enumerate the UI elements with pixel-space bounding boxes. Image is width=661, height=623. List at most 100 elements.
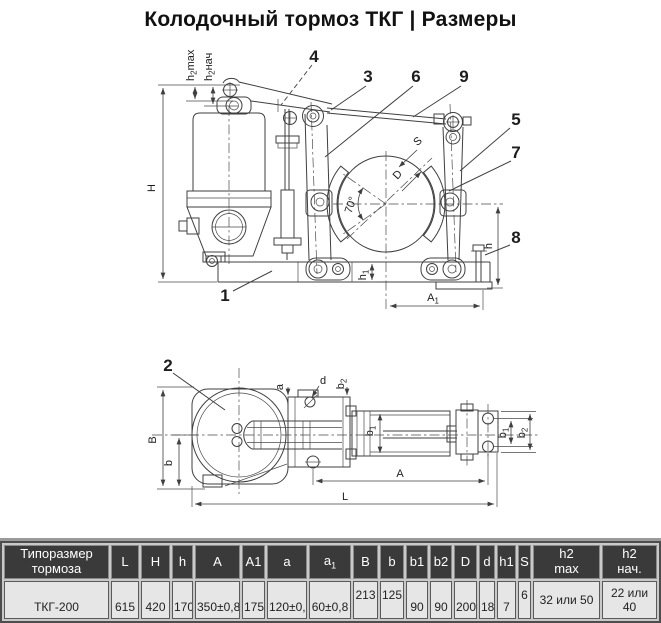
header-a1: a1 — [309, 545, 351, 579]
value-b1: 90 — [406, 581, 428, 619]
callout-1: 1 — [220, 286, 229, 305]
value-typorazmer: ТКГ-200 — [4, 581, 109, 619]
dim-h2: h2max h2нач — [185, 49, 238, 107]
value-d: 18 — [479, 581, 495, 619]
dim-label-S: S — [411, 135, 424, 149]
header-A: A — [195, 545, 240, 579]
value-L: 615 — [111, 581, 139, 619]
brake-shoe-right — [422, 165, 467, 243]
dim-H: H — [146, 84, 240, 283]
thruster-plan — [152, 368, 540, 494]
dim-label-b2-right: b2 — [516, 427, 530, 438]
header-B: B — [353, 545, 378, 579]
dim-label-H: H — [146, 184, 158, 192]
value-h2max: 32 или 50 — [533, 581, 600, 619]
value-h1: 7 — [497, 581, 516, 619]
header-a: a — [267, 545, 307, 579]
value-h: 170 — [172, 581, 193, 619]
header-S: S — [518, 545, 531, 579]
page-title: Колодочный тормоз ТКГ | Размеры — [144, 8, 517, 31]
dim-label-h2max: h2max — [185, 49, 199, 81]
technical-drawing: H h2max h2нач h1 h — [146, 47, 540, 507]
dim-label-angle: 70° — [343, 195, 360, 215]
data-row: ТКГ-200 615 420 170 350±0,8 175 120±0,8 … — [4, 581, 657, 619]
dim-label-D: D — [391, 168, 405, 182]
header-b: b — [380, 545, 404, 579]
dim-L: L — [191, 453, 498, 507]
callout-2: 2 — [163, 356, 172, 375]
value-b2: 90 — [430, 581, 452, 619]
header-D: D — [454, 545, 477, 579]
callouts-plan: 2 — [163, 356, 226, 411]
spring-tube-plan — [351, 410, 457, 457]
pull-rod — [326, 107, 447, 125]
dim-label-B: B — [147, 436, 159, 443]
dim-b: b — [163, 434, 198, 486]
shoe-bolt — [471, 244, 487, 283]
value-S: 6 — [518, 581, 531, 619]
bracket-plan — [287, 389, 357, 469]
value-B: 213 — [353, 581, 378, 619]
dim-label-L: L — [342, 491, 348, 503]
dim-label-h1: h1 — [357, 269, 371, 280]
value-a1: 60±0,8 — [309, 581, 351, 619]
brake-shoe-left — [305, 165, 350, 243]
brake-drum — [333, 149, 503, 310]
header-A1: A1 — [242, 545, 265, 579]
dim-b2-top: b2 — [335, 378, 350, 395]
right-lever — [442, 103, 472, 273]
dim-label-A1: A1 — [427, 292, 439, 306]
callout-7: 7 — [511, 143, 520, 162]
dim-label-d: d — [320, 375, 326, 387]
value-A: 350±0,8 — [195, 581, 240, 619]
dim-label-b1-right: b1 — [497, 427, 511, 438]
clevis-plan — [446, 400, 499, 466]
value-b: 125 — [380, 581, 404, 619]
dim-label-h2nach: h2нач — [203, 53, 217, 81]
base-lug-right — [420, 257, 466, 281]
dim-d: d — [311, 375, 326, 398]
dim-label-b: b — [163, 460, 175, 466]
dim-label-A: A — [396, 468, 404, 480]
lever-arm-plan — [231, 420, 342, 450]
dim-a: a — [274, 383, 291, 395]
header-d: d — [479, 545, 495, 579]
left-lever — [302, 101, 332, 275]
header-h1: h1 — [497, 545, 516, 579]
dim-A1: A1 — [390, 290, 484, 310]
callout-5: 5 — [511, 110, 520, 129]
spring-rod — [273, 109, 302, 260]
dim-label-a: a — [274, 383, 286, 390]
value-H: 420 — [141, 581, 170, 619]
callouts-side: 1 3 4 5 6 7 8 9 — [220, 47, 520, 305]
header-b1: b1 — [406, 545, 428, 579]
plan-view: B b a d b2 b1 — [147, 356, 540, 507]
dim-label-h: h — [483, 243, 495, 249]
header-H: H — [141, 545, 170, 579]
dim-B: B — [147, 386, 205, 490]
dim-label-b1-mid: b1 — [364, 425, 378, 436]
header-h: h — [172, 545, 193, 579]
value-a: 120±0,8 — [267, 581, 307, 619]
dim-b1-mid: b1 — [364, 414, 383, 453]
value-D: 200 — [454, 581, 477, 619]
header-b2: b2 — [430, 545, 452, 579]
base-frame — [217, 261, 493, 290]
callout-8: 8 — [511, 228, 520, 247]
header-L: L — [111, 545, 139, 579]
base-lug-left — [305, 257, 351, 281]
callout-3: 3 — [363, 67, 372, 86]
dim-b1-right: b1 — [494, 418, 533, 447]
dim-label-b2-top: b2 — [335, 378, 349, 389]
thruster-side — [178, 106, 272, 267]
dim-b2-right: b2 — [501, 411, 536, 453]
dim-A: A — [312, 453, 489, 485]
callout-4: 4 — [309, 47, 319, 66]
dim-h1: h1 — [357, 264, 378, 283]
